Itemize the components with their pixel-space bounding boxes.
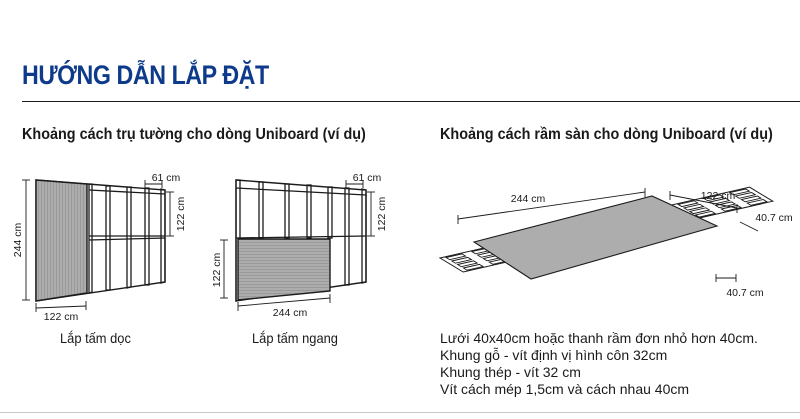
vertical-width-label: 122 cm bbox=[44, 311, 79, 323]
joist-cell bbox=[677, 200, 699, 208]
joist-cell bbox=[714, 201, 737, 209]
joist-cell bbox=[450, 256, 473, 264]
floor-board bbox=[472, 195, 719, 280]
page-title: HƯỚNG DẪN LẮP ĐẶT bbox=[22, 60, 269, 90]
joist-cell bbox=[682, 203, 705, 211]
vertical-install-diagram: 244 cm 122 cm 61 cm 122 cm bbox=[12, 172, 187, 323]
floor-note: Khung thép - vít 32 cm bbox=[440, 364, 581, 380]
joist-cell bbox=[694, 210, 717, 218]
bottom-divider bbox=[0, 412, 800, 413]
horizontal-width-label: 244 cm bbox=[273, 307, 308, 319]
joist-cell bbox=[462, 263, 485, 271]
joist-cell bbox=[702, 194, 725, 202]
horizontal-stud-spacing-label: 61 cm bbox=[353, 172, 382, 184]
wall-section-title: Khoảng cách trụ tường cho dòng Uniboard … bbox=[22, 126, 366, 143]
floor-width-label: 122 cm bbox=[701, 190, 736, 202]
horizontal-row-spacing-label: 122 cm bbox=[376, 197, 388, 232]
horizontal-install-caption: Lắp tấm ngang bbox=[252, 330, 338, 346]
floor-note: Vít cách mép 1,5cm và cách nhau 40cm bbox=[440, 381, 690, 397]
title-divider bbox=[22, 101, 800, 102]
joist-cell bbox=[444, 253, 467, 261]
joist-cell bbox=[456, 260, 479, 268]
joist-cell bbox=[740, 195, 763, 203]
joist-cell bbox=[728, 188, 751, 196]
floor-length-label: 244 cm bbox=[511, 193, 546, 205]
joist-cell bbox=[688, 207, 711, 215]
floor-notes: Lưới 40x40cm hoặc thanh rầm đơn nhỏ hơn … bbox=[440, 330, 758, 398]
floor-joist-diagram: 244 cm 122 cm 40.7 cm 40.7 cm bbox=[438, 186, 793, 299]
floor-section-title: Khoảng cách rầm sàn cho dòng Uniboard (v… bbox=[440, 126, 773, 143]
joist-cell bbox=[734, 192, 757, 199]
wall-studs bbox=[88, 183, 166, 294]
floor-note: Lưới 40x40cm hoặc thanh rầm đơn nhỏ hơn … bbox=[440, 330, 758, 346]
floor-note: Khung gỗ - vít định vị hình côn 32cm bbox=[440, 347, 668, 363]
horizontal-panel bbox=[237, 238, 331, 301]
vertical-install-caption: Lắp tấm dọc bbox=[60, 330, 131, 346]
horizontal-height-label: 122 cm bbox=[211, 253, 223, 288]
floor-spacing-bottom-label: 40.7 cm bbox=[726, 287, 764, 299]
horizontal-install-diagram: 122 cm 244 cm 61 cm 122 cm bbox=[211, 172, 388, 319]
vertical-panel bbox=[35, 179, 88, 302]
vertical-row-spacing-label: 122 cm bbox=[175, 197, 187, 232]
wall-studs bbox=[235, 179, 367, 302]
vertical-stud-spacing-label: 61 cm bbox=[152, 172, 181, 184]
vertical-height-label: 244 cm bbox=[12, 223, 24, 258]
floor-spacing-top-label: 40.7 cm bbox=[755, 212, 793, 224]
joist-cell bbox=[746, 199, 768, 206]
